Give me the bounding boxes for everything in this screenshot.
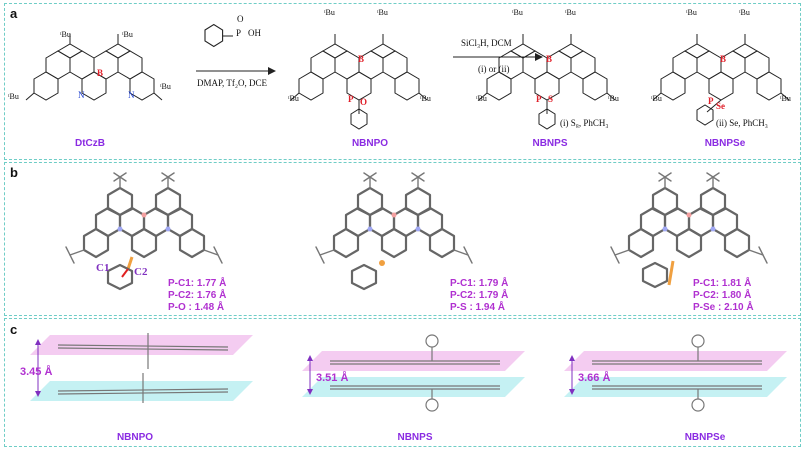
reagent-silane: SiCl₃H, DCM [461,38,512,48]
bond-p-c2: P-C2: 1.76 Å [168,290,227,301]
phosphorus-atom: P [708,96,714,106]
phosphorus-atom: P [236,28,242,38]
oxygen-atom: O [237,14,244,24]
oxygen-atom: O [360,97,368,107]
tbu-label: ᵗBu [324,8,335,17]
tbu-label: ᵗBu [565,8,576,17]
tbu-label: ᵗBu [420,94,431,103]
tbu-label: ᵗBu [512,8,523,17]
phosphorus-atom: P [536,94,542,104]
compound-name-nbnpo: NBNPO [351,138,389,149]
panel-c-label: c [10,322,18,337]
tbu-label: ᵗBu [8,92,19,101]
reagent-conditions: DMAP, Tf₂O, DCE [197,78,267,88]
bond-p-c2: P-C2: 1.80 Å [693,290,752,301]
bond-lengths-nbnps: P-C1: 1.79 Å P-C2: 1.79 Å P-S : 1.94 Å [450,278,508,314]
packing-label-nbnpo: NBNPO [116,432,154,443]
compound-name-dtczb: DtCzB [75,138,105,149]
sulfur-atom: S [548,94,554,104]
nbnpo-structure [290,33,428,130]
tbu-label: ᵗBu [476,94,487,103]
tbu-label: ᵗBu [651,94,662,103]
interplane-distance-nbnpse: 3.66 Å [578,372,611,384]
bond-lengths-nbnpse: P-C1: 1.81 Å P-C2: 1.80 Å P-Se : 2.10 Å [693,278,754,314]
panel-c [4,318,801,447]
compound-name-nbnps: NBNPS [532,138,568,149]
boron-atom: B [358,54,365,64]
packing-label-nbnps: NBNPS [397,432,433,443]
boron-atom: B [720,54,727,64]
phenylphosphinic-acid [204,23,233,48]
boron-atom: B [97,68,104,78]
condition-i: (i) S₈, PhCH₃ [560,118,609,128]
tbu-label: ᵗBu [780,94,791,103]
nbnps-structure [478,33,616,130]
tbu-label: ᵗBu [60,30,71,39]
packing-nbnpse [564,334,787,412]
bond-p-se: P-Se : 2.10 Å [693,302,754,313]
panel-b [4,162,801,316]
interplane-distance-nbnps: 3.51 Å [316,372,349,384]
packing-label-nbnpse: NBNPSe [684,432,726,443]
bond-p-c1: P-C1: 1.81 Å [693,278,752,289]
panel-b-label: b [10,165,18,180]
tbu-label: ᵗBu [686,8,697,17]
condition-ii: (ii) Se, PhCH₃ [716,118,768,128]
tbu-label: ᵗBu [377,8,388,17]
bond-p-s: P-S : 1.94 Å [450,302,506,313]
tbu-label: ᵗBu [739,8,750,17]
packing-nbnpo [30,333,253,403]
bond-p-c1: P-C1: 1.79 Å [450,278,509,289]
tbu-label: ᵗBu [160,82,171,91]
interplane-distance-nbnpo: 3.45 Å [20,366,53,378]
reaction-arrow-1 [196,67,276,75]
panel-a-label: a [10,6,18,21]
tbu-label: ᵗBu [122,30,133,39]
atom-label-c1: C1 [96,262,110,274]
tbu-label: ᵗBu [288,94,299,103]
boron-atom: B [546,54,553,64]
tbu-label: ᵗBu [608,94,619,103]
selenium-atom: Se [716,101,725,111]
phosphorus-atom: P [348,94,354,104]
packing-nbnps [302,334,525,412]
bond-p-c1: P-C1: 1.77 Å [168,278,227,289]
hydroxyl-group: OH [248,28,261,38]
crystal-structure-nbnpse [609,171,769,289]
crystal-structure-nbnps [314,171,474,291]
nitrogen-atom: N [78,90,85,100]
dtczb-structure [25,33,163,101]
compound-name-nbnpse: NBNPSe [704,138,746,149]
crystal-structure-nbnpo [64,171,224,291]
bond-p-o: P-O : 1.48 Å [168,302,225,313]
bond-p-c2: P-C2: 1.79 Å [450,290,509,301]
atom-label-c2: C2 [134,266,148,278]
panel-a [4,3,801,160]
reagent-choice: (i) or (ii) [478,64,510,74]
nbnpse-structure [652,33,790,126]
nitrogen-atom: N [128,90,135,100]
bond-lengths-nbnpo: P-C1: 1.77 Å P-C2: 1.76 Å P-O : 1.48 Å [168,278,226,314]
